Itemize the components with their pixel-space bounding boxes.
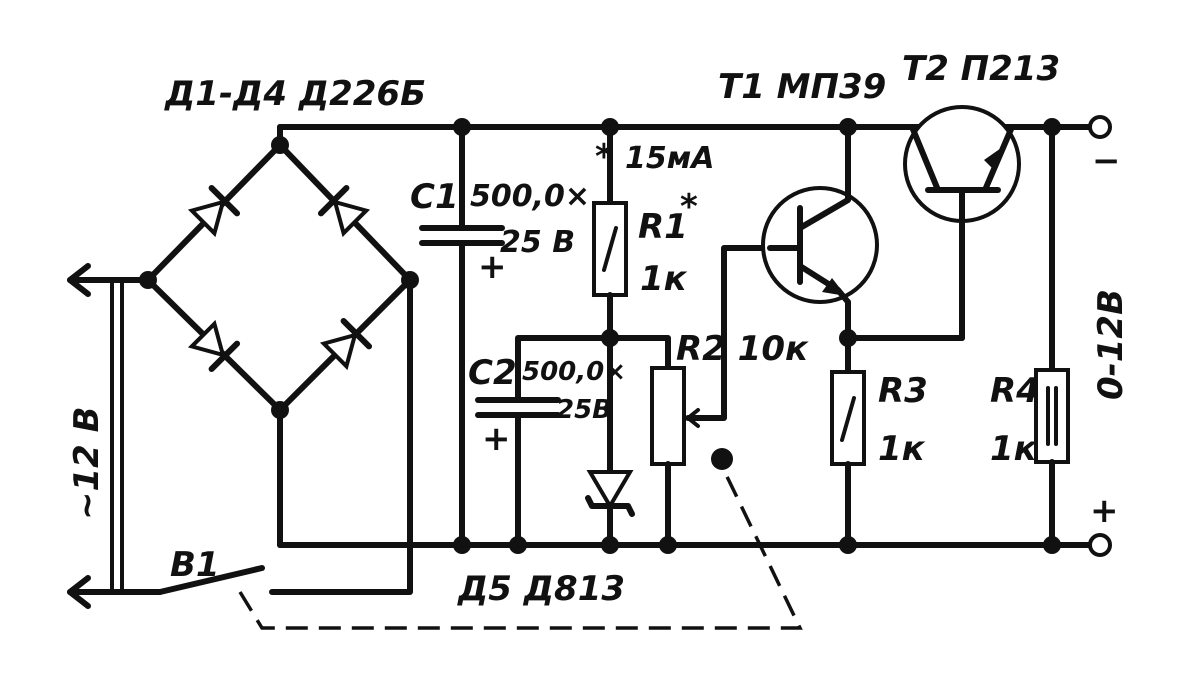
r4-name-label: R4 xyxy=(990,371,1040,411)
zener-label: Д5 Д813 xyxy=(457,569,625,609)
transistor-t1 xyxy=(761,124,879,375)
current-label: 15мА xyxy=(625,141,715,176)
switch-b1 xyxy=(157,565,265,595)
r4-value-label: 1к xyxy=(990,429,1038,469)
r3-name-label: R3 xyxy=(878,371,928,411)
zener-diode-d5 xyxy=(585,335,635,548)
bridge-diode-d2 xyxy=(317,184,371,238)
c2-name-label: С2 xyxy=(468,353,517,393)
current-star-label: * xyxy=(595,137,613,177)
bridge-diode-d1 xyxy=(187,184,241,238)
ac-input-label: ~12 В xyxy=(67,406,107,520)
c2-voltage-label: 25В xyxy=(556,395,612,425)
potentiometer-r2 xyxy=(607,245,773,548)
c1-plus-label: + xyxy=(478,247,507,287)
switch-mechanical-link xyxy=(238,448,803,630)
capacitor-c1 xyxy=(419,124,505,548)
output-terminals xyxy=(1088,115,1112,557)
bridge-label: Д1-Д4 Д226Б xyxy=(164,74,426,114)
r1-star-label: * xyxy=(680,187,698,227)
diode-bridge xyxy=(145,124,413,548)
t2-label: Т2 П213 xyxy=(902,49,1060,89)
r3-value-label: 1к xyxy=(878,429,926,469)
c1-name-label: С1 xyxy=(410,177,459,217)
output-minus-label: − xyxy=(1092,141,1121,181)
r2-label: R2 10к xyxy=(676,329,809,369)
r1-name-label: R1 xyxy=(638,207,688,247)
c1-voltage-label: 25 В xyxy=(500,225,575,260)
c2-capacitance-label: 500,0× xyxy=(522,357,626,387)
t1-label: Т1 МП39 xyxy=(718,67,886,107)
output-plus-label: + xyxy=(1090,491,1119,531)
capacitor-c2 xyxy=(475,335,613,548)
resistor-r4 xyxy=(1034,124,1070,548)
resistor-r1 xyxy=(592,124,628,341)
junction-dots xyxy=(139,118,1061,554)
switch-label: В1 xyxy=(170,545,220,585)
c1-capacitance-label: 500,0× xyxy=(470,179,590,214)
output-range-label: 0-12В xyxy=(1091,289,1131,400)
bridge-diode-d3 xyxy=(187,319,241,373)
resistor-r3 xyxy=(830,335,965,548)
r1-value-label: 1к xyxy=(640,259,688,299)
transistor-t2 xyxy=(903,105,1021,341)
ac-input-leads xyxy=(67,263,413,609)
bridge-diode-d4 xyxy=(319,317,373,371)
c2-plus-label: + xyxy=(482,419,511,459)
